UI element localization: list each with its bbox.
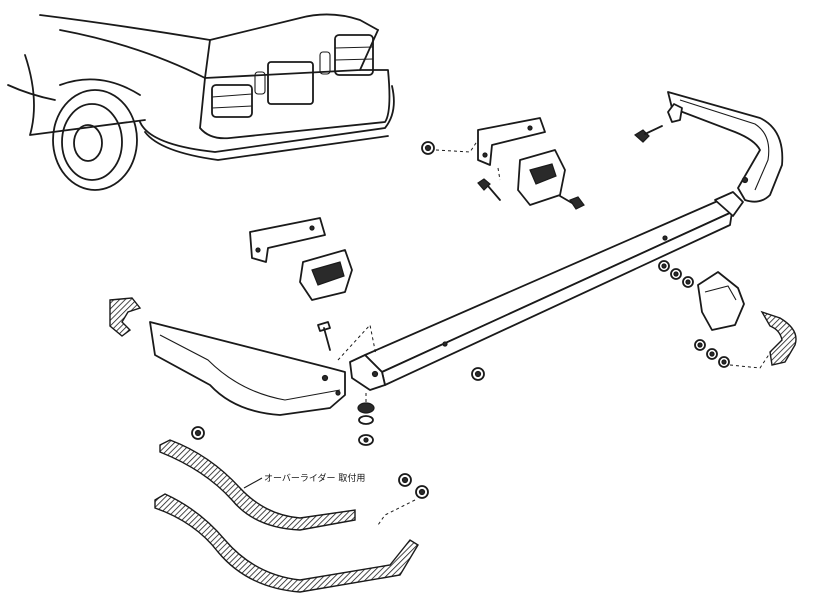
nut-icon: [357, 402, 375, 446]
mount-bracket-upper: [477, 117, 546, 166]
over-rider-strip-upper: [159, 439, 356, 531]
nut-icon: [191, 426, 205, 440]
nut-icon: [658, 260, 694, 288]
mount-bracket-lower: [249, 217, 326, 263]
bumper-side-right: [667, 91, 784, 203]
bumper-side-left: [149, 321, 346, 416]
nut-icon: [398, 473, 429, 499]
nut-icon: [421, 141, 435, 155]
bolt-icon: [477, 178, 585, 210]
over-rider-right: [697, 271, 745, 331]
rubber-mount-upper: [517, 149, 566, 206]
end-cap-left: [109, 297, 142, 337]
nut-icon: [471, 367, 485, 381]
bolt-icon: [633, 125, 663, 143]
car-rear-illustration: [7, 13, 395, 191]
bolt-icon: [317, 321, 331, 351]
rubber-mount-lower: [299, 249, 353, 301]
bumper-center-rail: [349, 191, 744, 391]
over-rider-strip-lower: [154, 493, 419, 593]
nut-icon: [694, 339, 730, 368]
over-rider-mount-label: オーバーライダー 取付用: [264, 472, 365, 484]
